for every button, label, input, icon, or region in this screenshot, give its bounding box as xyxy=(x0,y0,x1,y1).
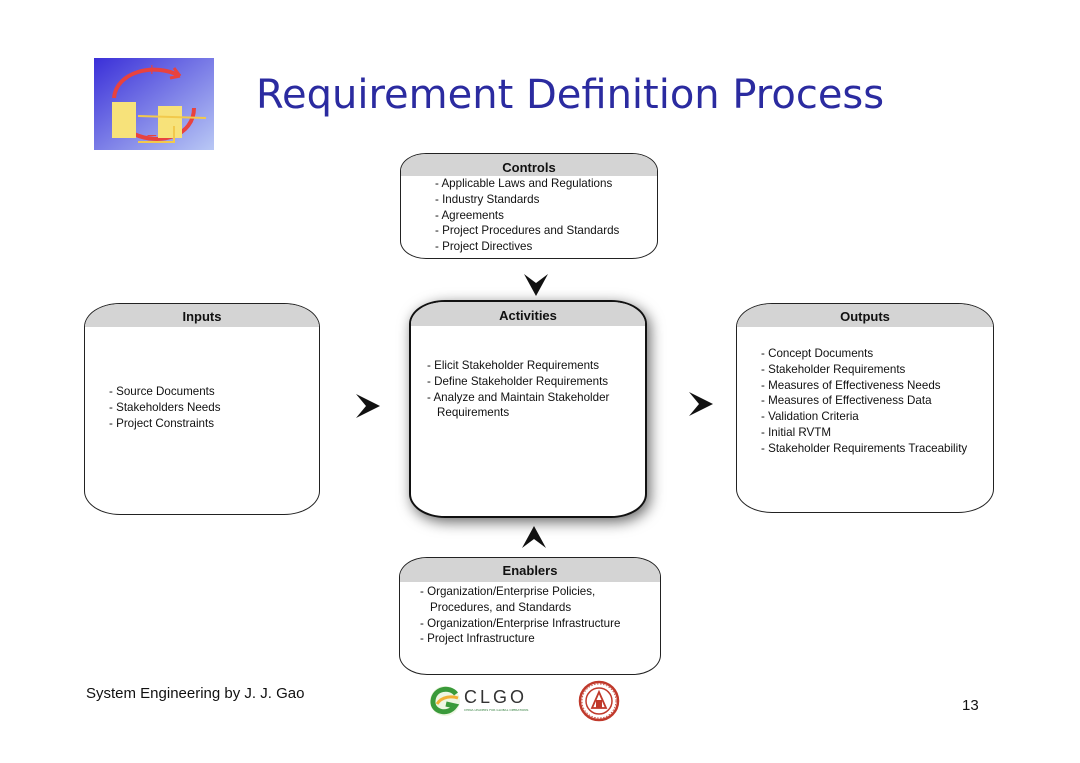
slide-logo: + − xyxy=(94,58,214,150)
activities-box: Activities - Elicit Stakeholder Requirem… xyxy=(409,300,647,518)
arrow-up-icon xyxy=(522,526,546,548)
inputs-list: - Source Documents - Stakeholders Needs … xyxy=(109,384,309,431)
controls-header: Controls xyxy=(401,154,657,176)
list-item: - Agreements xyxy=(435,208,504,222)
enablers-list: - Organization/Enterprise Policies, Proc… xyxy=(400,582,660,647)
svg-text:−: − xyxy=(146,128,158,144)
list-item: - Project Procedures and Standards xyxy=(435,224,620,238)
list-item: - Initial RVTM xyxy=(761,425,832,439)
svg-text:+: + xyxy=(146,62,158,78)
controls-list: - Applicable Laws and Regulations - Indu… xyxy=(401,176,657,255)
list-item: - Stakeholder Requirements Traceability xyxy=(761,441,968,455)
university-seal-icon xyxy=(578,680,620,722)
clgo-logo: CLGO CHINA LEADERS FOR GLOBAL OPERATIONS xyxy=(428,683,546,719)
list-item: - Validation Criteria xyxy=(761,410,859,424)
list-item: - Source Documents xyxy=(109,385,215,398)
page-number: 13 xyxy=(962,697,979,714)
list-item: - Organization/Enterprise Policies, Proc… xyxy=(420,585,596,614)
list-item: - Measures of Effectiveness Needs xyxy=(761,378,941,392)
controls-box: Controls - Applicable Laws and Regulatio… xyxy=(400,153,658,259)
clgo-subtext: CHINA LEADERS FOR GLOBAL OPERATIONS xyxy=(464,708,529,712)
footer-author: System Engineering by J. J. Gao xyxy=(86,685,305,702)
list-item: - Stakeholders Needs xyxy=(109,400,221,414)
inputs-header: Inputs xyxy=(85,304,319,327)
slide-title: Requirement Definition Process xyxy=(256,72,885,118)
inputs-box: Inputs - Source Documents - Stakeholders… xyxy=(84,303,320,515)
list-item: - Define Stakeholder Requirements xyxy=(427,374,609,388)
enablers-header: Enablers xyxy=(400,558,660,582)
list-item: - Project Constraints xyxy=(109,416,215,430)
clgo-swirl-icon xyxy=(430,686,460,716)
arrow-right-icon xyxy=(356,394,380,418)
arrow-right-icon xyxy=(689,392,713,416)
list-item: - Project Directives xyxy=(435,240,533,254)
list-item: - Industry Standards xyxy=(435,192,540,206)
clgo-text: CLGO xyxy=(464,687,528,707)
outputs-header: Outputs xyxy=(737,304,993,327)
activities-list: - Elicit Stakeholder Requirements - Defi… xyxy=(427,358,637,421)
arrow-down-icon xyxy=(524,274,548,296)
list-item: - Elicit Stakeholder Requirements xyxy=(427,359,600,372)
activities-header: Activities xyxy=(411,302,645,326)
list-item: - Stakeholder Requirements xyxy=(761,362,906,376)
enablers-box: Enablers - Organization/Enterprise Polic… xyxy=(399,557,661,675)
outputs-box: Outputs - Concept Documents - Stakeholde… xyxy=(736,303,994,513)
outputs-list: - Concept Documents - Stakeholder Requir… xyxy=(761,346,987,457)
list-item: - Analyze and Maintain Stakeholder Requi… xyxy=(427,390,610,420)
list-item: - Concept Documents xyxy=(761,347,874,360)
list-item: - Project Infrastructure xyxy=(420,632,535,646)
list-item: - Measures of Effectiveness Data xyxy=(761,394,932,408)
list-item: - Organization/Enterprise Infrastructure xyxy=(420,616,621,630)
list-item: - Applicable Laws and Regulations xyxy=(435,177,613,190)
